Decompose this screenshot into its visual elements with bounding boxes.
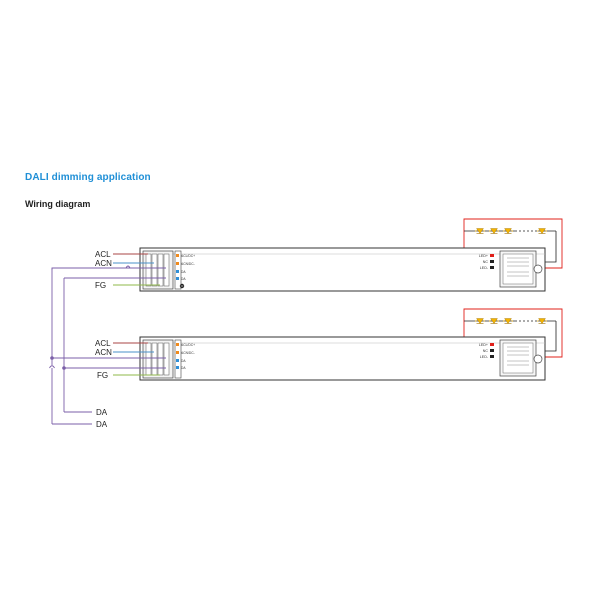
section-subheading: Wiring diagram xyxy=(25,199,91,209)
terminal-label-da: DA xyxy=(181,359,186,363)
terminal-label-da: DA xyxy=(181,277,186,281)
led-icon xyxy=(474,228,486,234)
led-icon xyxy=(474,318,486,324)
output-label-nc: NC xyxy=(483,349,489,353)
led-icon xyxy=(536,228,548,234)
terminal-label-acl: ACL/DC+ xyxy=(181,254,195,258)
dali-bus: DA DA xyxy=(49,268,108,429)
ground-icon xyxy=(179,283,185,289)
led-icon xyxy=(502,318,514,324)
output-label-led-pos: LED+ xyxy=(479,343,488,347)
input-label-acl: ACL xyxy=(95,250,111,259)
bus-label-da: DA xyxy=(96,420,108,429)
output-label-led-neg: LED- xyxy=(480,266,489,270)
input-label-acn: ACN xyxy=(95,259,112,268)
input-label-acl: ACL xyxy=(95,339,111,348)
output-label-led-neg: LED- xyxy=(480,355,489,359)
input-label-fg: FG xyxy=(95,281,106,290)
driver-bottom: ACL/DC+ ACN/DC- DA DA LED+ NC LED- ACL A… xyxy=(52,308,563,381)
terminal-label-acl: ACL/DC+ xyxy=(181,343,195,347)
output-label-led-pos: LED+ xyxy=(479,254,488,258)
terminal-label-acn: ACN/DC- xyxy=(181,262,195,266)
led-icon xyxy=(536,318,548,324)
driver-top: ACL/DC+ ACN/DC- DA DA LED+ NC LED- xyxy=(51,218,563,292)
output-label-nc: NC xyxy=(483,260,489,264)
bus-label-da: DA xyxy=(96,408,108,417)
led-icon xyxy=(488,228,500,234)
terminal-label-da: DA xyxy=(181,270,186,274)
terminal-label-da: DA xyxy=(181,366,186,370)
led-icon xyxy=(488,318,500,324)
input-label-fg: FG xyxy=(97,371,108,380)
terminal-label-acn: ACN/DC- xyxy=(181,351,195,355)
input-label-acn: ACN xyxy=(95,348,112,357)
section-heading: DALI dimming application xyxy=(25,172,151,183)
led-icon xyxy=(502,228,514,234)
